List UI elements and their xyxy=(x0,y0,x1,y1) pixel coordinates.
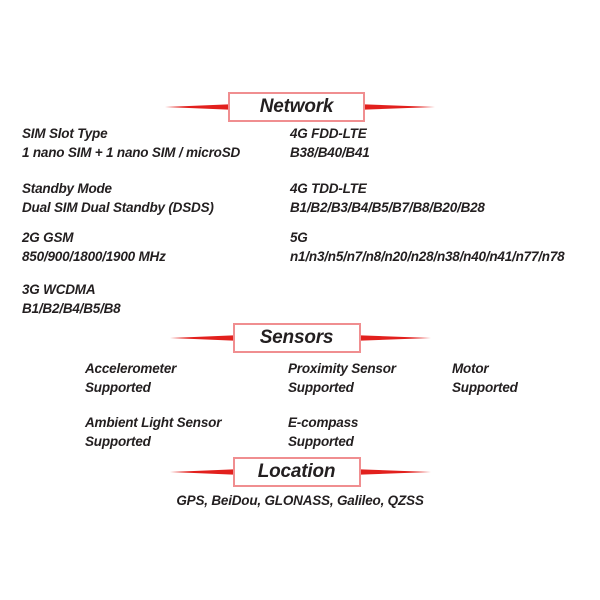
section-title-box-sensors: Sensors xyxy=(232,323,361,353)
spec-label: 4G FDD-LTE xyxy=(290,126,367,141)
spec-entry-2g-gsm: 2G GSM 850/900/1800/1900 MHz xyxy=(22,229,166,266)
sensor-status: Supported xyxy=(452,379,518,395)
spec-value: B1/B2/B3/B4/B5/B7/B8/B20/B28 xyxy=(290,199,485,215)
spec-value: 850/900/1800/1900 MHz xyxy=(22,248,166,264)
section-header-sensors: Sensors xyxy=(0,323,600,353)
location-systems-value: GPS, BeiDou, GLONASS, Galileo, QZSS xyxy=(176,493,424,508)
sensor-label: Accelerometer xyxy=(85,361,177,376)
spec-label: 2G GSM xyxy=(22,230,74,245)
taper-line-left-icon xyxy=(165,104,228,110)
sensor-entry-ambient-light: Ambient Light Sensor Supported xyxy=(85,414,221,451)
section-title-location: Location xyxy=(257,461,336,482)
sensor-entry-e-compass: E-compass Supported xyxy=(288,414,358,451)
sensor-entry-proximity: Proximity Sensor Supported xyxy=(288,360,396,397)
spec-label: SIM Slot Type xyxy=(22,126,108,141)
spec-entry-4g-tdd-lte: 4G TDD-LTE B1/B2/B3/B4/B5/B7/B8/B20/B28 xyxy=(290,180,485,217)
sensor-entry-motor: Motor Supported xyxy=(452,360,518,397)
spec-entry-5g: 5G n1/n3/n5/n7/n8/n20/n28/n38/n40/n41/n7… xyxy=(290,229,565,266)
section-title-sensors: Sensors xyxy=(259,327,334,348)
section-title-network: Network xyxy=(259,96,334,117)
spec-value: Dual SIM Dual Standby (DSDS) xyxy=(22,199,214,215)
spec-value: B1/B2/B4/B5/B8 xyxy=(22,300,121,316)
sensor-status: Supported xyxy=(85,433,151,449)
section-title-box-location: Location xyxy=(232,457,361,487)
taper-line-right-icon xyxy=(365,104,435,110)
taper-line-left-icon xyxy=(169,335,233,341)
spec-value: n1/n3/n5/n7/n8/n20/n28/n38/n40/n41/n77/n… xyxy=(290,248,565,264)
taper-line-left-icon xyxy=(169,469,233,475)
spec-label: Standby Mode xyxy=(22,181,112,196)
taper-line-right-icon xyxy=(360,335,431,341)
spec-value: B38/B40/B41 xyxy=(290,144,370,160)
section-header-location: Location xyxy=(0,457,600,487)
spec-entry-3g-wcdma: 3G WCDMA B1/B2/B4/B5/B8 xyxy=(22,281,121,318)
sensor-label: Motor xyxy=(452,361,489,376)
sensor-label: E-compass xyxy=(288,415,359,430)
spec-label: 4G TDD-LTE xyxy=(290,181,367,196)
spec-entry-4g-fdd-lte: 4G FDD-LTE B38/B40/B41 xyxy=(290,125,370,162)
section-title-box-network: Network xyxy=(228,92,365,122)
spec-label: 3G WCDMA xyxy=(22,282,96,297)
sensor-status: Supported xyxy=(288,379,354,395)
spec-entry-standby-mode: Standby Mode Dual SIM Dual Standby (DSDS… xyxy=(22,180,214,217)
sensor-entry-accelerometer: Accelerometer Supported xyxy=(85,360,176,397)
sensor-status: Supported xyxy=(288,433,354,449)
spec-label: 5G xyxy=(290,230,308,245)
spec-value: 1 nano SIM + 1 nano SIM / microSD xyxy=(22,144,241,160)
sensor-label: Ambient Light Sensor xyxy=(85,415,222,430)
section-header-network: Network xyxy=(0,92,600,122)
taper-line-right-icon xyxy=(360,469,431,475)
spec-entry-sim-slot-type: SIM Slot Type 1 nano SIM + 1 nano SIM / … xyxy=(22,125,240,162)
sensor-status: Supported xyxy=(85,379,151,395)
sensor-label: Proximity Sensor xyxy=(288,361,396,376)
